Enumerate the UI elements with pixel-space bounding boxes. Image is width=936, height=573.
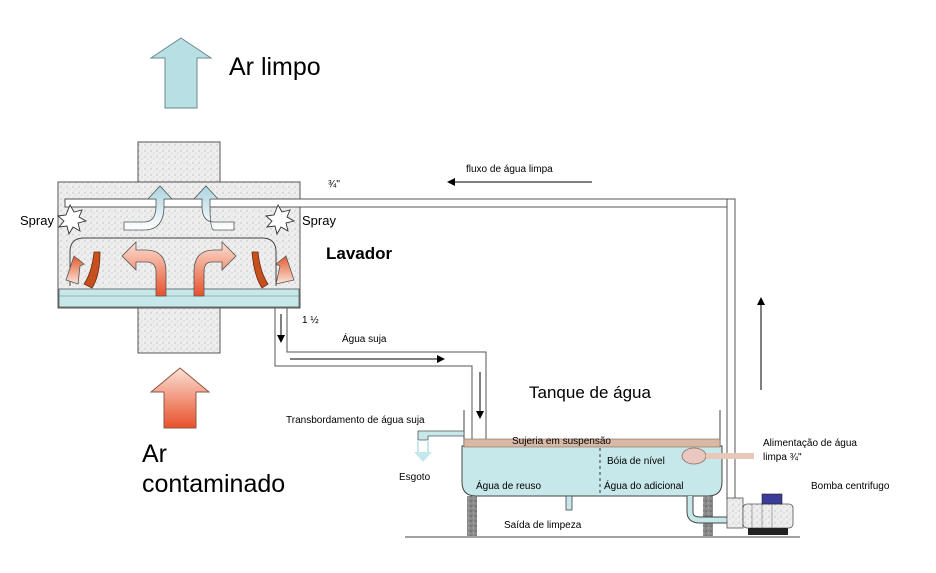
washer-red-arrow-3 [121, 241, 167, 297]
clean-air-arrow [149, 37, 213, 109]
label-ar-contaminado-line1: Ar [142, 440, 167, 468]
label-ar-contaminado-line2: contaminado [142, 470, 286, 498]
label-spray-left: Spray [20, 213, 54, 228]
spray-burst-right [264, 203, 296, 236]
label-agua-reuso: Água de reuso [476, 481, 542, 492]
label-pipe-1-half: 1 ½ [302, 315, 319, 326]
label-fluxo-agua-limpa: fluxo de água limpa [466, 164, 553, 175]
tank-leg-left [467, 496, 477, 536]
label-transbordamento: Transbordamento de água suja [286, 415, 425, 426]
float-ball [681, 447, 707, 465]
label-lavador: Lavador [326, 244, 393, 263]
washer-red-arrow-5 [251, 251, 269, 289]
label-tanque-de-agua: Tanque de água [529, 383, 651, 402]
washer-clean-arrow-right [193, 185, 235, 231]
washer-red-arrow-1 [65, 255, 85, 285]
washer-red-arrow-6 [275, 255, 295, 285]
dirty-water-pipe [274, 307, 487, 463]
label-agua-suja: Água suja [342, 334, 387, 345]
label-saida-limpeza: Saída de limpeza [504, 520, 582, 531]
feed-pipe [706, 453, 754, 459]
label-alimentacao-line2: limpa ¾" [763, 452, 802, 463]
washer-inner-flow [69, 237, 277, 286]
tank-leg-right [703, 496, 713, 536]
washer-water-layer [58, 288, 300, 308]
label-esgoto: Esgoto [399, 472, 431, 483]
overflow-pipe [417, 430, 465, 441]
label-agua-adicional: Água do adicional [604, 481, 684, 492]
cleaning-outlet [565, 495, 573, 511]
label-pipe-three-quarter: ¾" [328, 179, 340, 190]
washer-clean-arrow-left [123, 185, 173, 231]
spray-pipe [64, 198, 736, 208]
pump-terminal-box [761, 493, 783, 505]
contaminated-air-arrow [149, 367, 211, 429]
washer-red-arrow-4 [193, 241, 237, 297]
pump-motor [742, 503, 794, 529]
label-spray-right: Spray [302, 213, 336, 228]
label-boia-nivel: Bóia de nível [607, 456, 665, 467]
label-ar-limpo: Ar limpo [229, 53, 321, 81]
label-alimentacao-line1: Alimentação de água [763, 438, 857, 449]
washer-red-arrow-2 [83, 251, 101, 289]
spray-burst-left [56, 203, 88, 236]
label-sujeira-suspensao: Sujeria em suspensão [512, 436, 611, 447]
sludge-layer [463, 438, 721, 448]
label-bomba: Bomba centrifugo [811, 481, 890, 492]
pump-housing [726, 497, 744, 529]
